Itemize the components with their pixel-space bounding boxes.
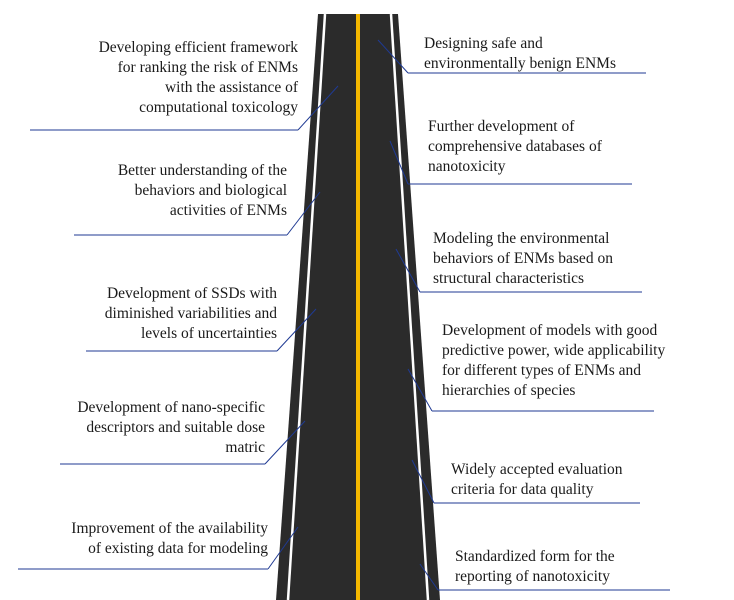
right-goal-label-5: Widely accepted evaluation criteria for … (451, 461, 623, 498)
right-leader-pointer-6 (419, 563, 439, 591)
left-goal-label-5: Improvement of the availability of exist… (71, 520, 268, 557)
right-goal-label-6: Standardized form for the reporting of n… (455, 548, 615, 585)
left-goal-label-2: Better understanding of the behaviors an… (117, 162, 287, 219)
right-goal-label-1: Designing safe and environmentally benig… (424, 35, 616, 72)
right-goal-label-4: Development of models with good predicti… (442, 322, 666, 399)
left-goal-label-4: Development of nano-specific descriptors… (77, 399, 265, 456)
left-goal-label-1: Developing efficient framework for ranki… (98, 39, 298, 116)
left-leader-pointer-2 (286, 191, 321, 236)
road-left-edge-line (286, 13, 327, 600)
right-leader-pointer-2 (389, 140, 409, 185)
road-right-edge-line (389, 13, 430, 600)
left-goal-label-3: Development of SSDs with diminished vari… (104, 285, 277, 342)
right-goal-label-3: Modeling the environmental behaviors of … (433, 230, 613, 287)
right-leader-pointer-1 (377, 39, 409, 74)
right-goal-label-2: Further development of comprehensive dat… (428, 118, 602, 175)
left-leader-pointer-1 (297, 85, 339, 131)
right-leader-pointer-4 (407, 368, 433, 412)
left-leader-pointer-4 (264, 420, 306, 465)
left-leader-pointer-5 (267, 526, 299, 570)
left-leader-pointer-3 (276, 308, 317, 352)
right-leader-lines (377, 39, 670, 591)
left-leader-lines (18, 85, 339, 570)
right-leader-pointer-3 (395, 248, 421, 293)
right-leader-pointer-5 (411, 459, 435, 504)
